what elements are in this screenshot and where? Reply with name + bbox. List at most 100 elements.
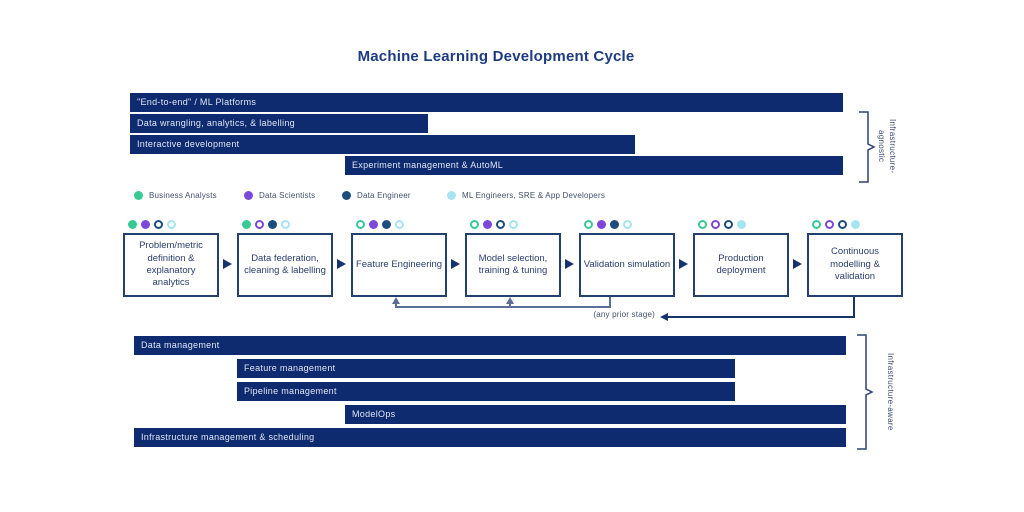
arrow-right-icon — [565, 259, 574, 269]
tool-bar-bottom: Pipeline management — [237, 382, 735, 401]
page-title: Machine Learning Development Cycle — [357, 48, 635, 65]
arrow-right-icon — [337, 259, 346, 269]
stage-role-dots — [698, 220, 746, 229]
tool-bar-top: "End-to-end" / ML Platforms — [130, 93, 843, 112]
legend-label: Data Scientists — [259, 191, 316, 200]
bracket-bottom-icon — [857, 334, 874, 450]
stage-role-dots — [470, 220, 518, 229]
role-dot-icon — [509, 220, 518, 229]
role-dot-icon — [584, 220, 593, 229]
tool-bar-top-label: Interactive development — [137, 139, 240, 149]
stage-label: Validation simulation — [583, 258, 671, 270]
stage-label: Problem/metric definition & explanatory … — [139, 240, 203, 289]
tool-bar-bottom: ModelOps — [345, 405, 846, 424]
role-dot-icon — [255, 220, 264, 229]
arrow-right-icon — [793, 259, 802, 269]
arrow-right-icon — [679, 259, 688, 269]
role-dot-icon — [597, 220, 606, 229]
tool-bar-bottom: Feature management — [237, 359, 735, 378]
stage-box: Data federation, cleaning & labelling — [237, 233, 333, 297]
tool-bar-bottom-label: Pipeline management — [244, 386, 337, 396]
tool-bar-top: Interactive development — [130, 135, 635, 154]
stage-box: Validation simulation — [579, 233, 675, 297]
role-dot-icon — [698, 220, 707, 229]
role-dot-icon — [154, 220, 163, 229]
role-dot-icon — [737, 220, 746, 229]
stage-label: Model selection, training & tuning — [478, 252, 548, 276]
role-dot-icon — [141, 220, 150, 229]
role-dot-icon — [268, 220, 277, 229]
tool-bar-bottom: Infrastructure management & scheduling — [134, 428, 846, 447]
tool-bar-bottom-label: Data management — [141, 340, 220, 350]
bracket-top-icon — [859, 111, 876, 183]
tool-bar-bottom-label: Infrastructure management & scheduling — [141, 432, 315, 442]
role-dot-icon — [128, 220, 137, 229]
stage-box: Production deployment — [693, 233, 789, 297]
legend-item: ML Engineers, SRE & App Developers — [447, 191, 605, 200]
stage-role-dots — [128, 220, 176, 229]
role-dot-icon — [724, 220, 733, 229]
stage-role-dots — [812, 220, 860, 229]
any-prior-stage-label: (any prior stage) — [593, 310, 655, 319]
stage-role-dots — [242, 220, 290, 229]
stage-box: Model selection, training & tuning — [465, 233, 561, 297]
feedback1-horizontal-line — [396, 306, 611, 308]
role-dot-icon — [838, 220, 847, 229]
role-dot-icon — [483, 220, 492, 229]
role-dot-icon — [825, 220, 834, 229]
arrow-right-icon — [451, 259, 460, 269]
role-dot-icon — [395, 220, 404, 229]
feedback2-horizontal-line — [667, 316, 855, 318]
role-dot-icon — [496, 220, 505, 229]
tool-bar-top: Data wrangling, analytics, & labelling — [130, 114, 428, 133]
stage-role-dots — [584, 220, 632, 229]
role-dot-icon — [242, 220, 251, 229]
legend-dot-icon — [244, 191, 253, 200]
stage-label: Data federation, cleaning & labelling — [244, 252, 326, 276]
tool-bar-bottom: Data management — [134, 336, 846, 355]
arrow-right-icon — [223, 259, 232, 269]
feedback2-vertical-line — [853, 297, 855, 318]
feedback1-vertical-line — [609, 297, 611, 308]
legend-item: Data Engineer — [342, 191, 411, 200]
legend-label: Business Analysts — [149, 191, 217, 200]
role-dot-icon — [382, 220, 391, 229]
role-dot-icon — [369, 220, 378, 229]
role-dot-icon — [623, 220, 632, 229]
tool-bar-top-label: Experiment management & AutoML — [352, 160, 504, 170]
infrastructure-agnostic-label: Infrastructure-agnostic — [876, 118, 897, 174]
tool-bar-top-label: Data wrangling, analytics, & labelling — [137, 118, 295, 128]
role-dot-icon — [812, 220, 821, 229]
tool-bar-top: Experiment management & AutoML — [345, 156, 843, 175]
role-dot-icon — [356, 220, 365, 229]
arrow-up-icon — [505, 297, 514, 304]
stage-label: Continuous modelling & validation — [830, 246, 880, 283]
tool-bar-bottom-label: ModelOps — [352, 409, 396, 419]
legend-dot-icon — [447, 191, 456, 200]
legend-dot-icon — [342, 191, 351, 200]
stage-role-dots — [356, 220, 404, 229]
role-dot-icon — [167, 220, 176, 229]
feedback1-stub-a — [395, 302, 397, 308]
stage-box: Feature Engineering — [351, 233, 447, 297]
role-dot-icon — [470, 220, 479, 229]
role-dot-icon — [281, 220, 290, 229]
arrow-left-icon — [660, 312, 668, 321]
infrastructure-aware-label: Infrastructure-aware — [886, 353, 895, 431]
legend-item: Data Scientists — [244, 191, 315, 200]
tool-bar-bottom-label: Feature management — [244, 363, 336, 373]
role-dot-icon — [610, 220, 619, 229]
feedback1-stub-b — [509, 302, 511, 308]
stage-box: Continuous modelling & validation — [807, 233, 903, 297]
role-dot-icon — [711, 220, 720, 229]
stage-box: Problem/metric definition & explanatory … — [123, 233, 219, 297]
legend-dot-icon — [134, 191, 143, 200]
role-dot-icon — [851, 220, 860, 229]
legend-item: Business Analysts — [134, 191, 217, 200]
arrow-up-icon — [391, 297, 400, 304]
legend-label: ML Engineers, SRE & App Developers — [462, 191, 606, 200]
legend-label: Data Engineer — [357, 191, 411, 200]
stage-label: Production deployment — [716, 252, 766, 276]
stage-label: Feature Engineering — [355, 258, 443, 270]
